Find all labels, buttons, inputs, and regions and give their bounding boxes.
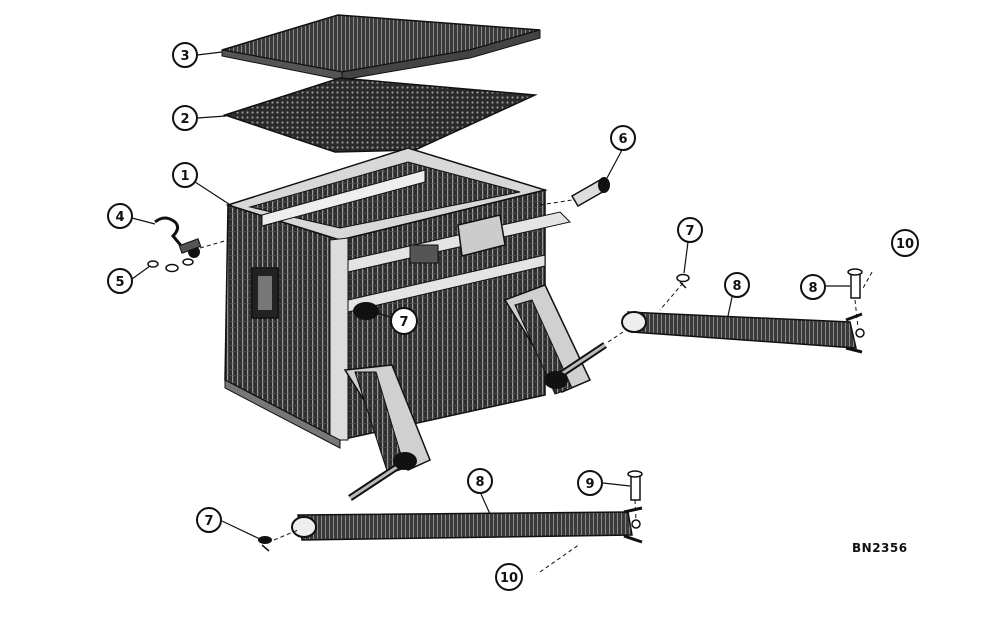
assembly-lines: [199, 199, 873, 573]
callout-9: 9: [577, 470, 603, 496]
drawbar-upper-part: [621, 311, 865, 354]
callout-4-label: 4: [115, 210, 124, 225]
callout-2-label: 2: [180, 112, 189, 127]
figure-id-label: BN2356: [852, 541, 908, 555]
callout-8-pin-label: 8: [808, 281, 817, 296]
mesh-pad-part: [222, 77, 538, 153]
callout-7-lower: 7: [196, 507, 222, 533]
callout-4: 4: [107, 203, 133, 229]
lid-part: [221, 14, 541, 81]
pin-part: [570, 177, 610, 208]
box-body-part: [224, 147, 607, 501]
callout-7-box-label: 7: [399, 315, 408, 330]
callout-1-label: 1: [180, 169, 189, 184]
callout-10-lower: 10: [495, 563, 523, 591]
callout-6-label: 6: [618, 132, 627, 147]
callout-1: 1: [172, 162, 198, 188]
leader-lines: [131, 51, 850, 541]
callout-10-upper: 10: [891, 229, 919, 257]
callout-3-label: 3: [180, 49, 189, 64]
callout-8-upper: 8: [724, 272, 750, 298]
callout-7-upper: 7: [677, 217, 703, 243]
washer-upper-part: [676, 273, 690, 289]
washer-lower-part: [258, 536, 272, 552]
callout-9-label: 9: [585, 477, 594, 492]
callout-8-lower: 8: [467, 468, 493, 494]
callout-7-upper-label: 7: [685, 224, 694, 239]
callout-8-upper-label: 8: [732, 279, 741, 294]
callout-3: 3: [172, 42, 198, 68]
callout-6: 6: [610, 125, 636, 151]
callout-8-pin: 8: [800, 274, 826, 300]
callout-10-upper-label: 10: [896, 237, 914, 252]
drawbar-lower-part: [291, 506, 643, 544]
callout-10-lower-label: 10: [500, 571, 518, 586]
callout-7-lower-label: 7: [204, 514, 213, 529]
callout-2: 2: [172, 105, 198, 131]
callout-8-lower-label: 8: [475, 475, 484, 490]
callout-7-box: 7: [390, 307, 418, 335]
callout-5-label: 5: [115, 275, 124, 290]
clevis-pin-lower-part: [627, 470, 643, 501]
clevis-pin-upper-part: [847, 268, 863, 299]
callout-5: 5: [107, 268, 133, 294]
latch-clip-part: [154, 216, 202, 258]
latch-pins-part: [147, 258, 194, 273]
